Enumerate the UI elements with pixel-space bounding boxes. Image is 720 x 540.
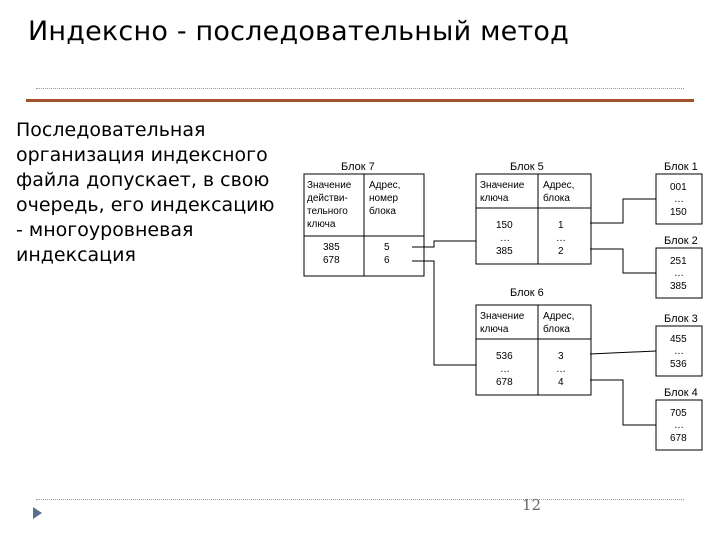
leaf-block-2-top: 251 bbox=[670, 256, 687, 267]
leaf-block-1-label: Блок 1 bbox=[664, 161, 698, 173]
leaf-block-4-bottom: 678 bbox=[670, 433, 687, 444]
block-5-key-header-1: Значение bbox=[480, 180, 525, 191]
leaf-block-1: Блок 1 001 … 150 bbox=[655, 161, 703, 225]
block-5-key-header-2: ключа bbox=[480, 193, 509, 204]
leaf-block-4-top: 705 bbox=[670, 408, 687, 419]
block-6-key-bottom: 678 bbox=[496, 377, 513, 388]
connector-5-to-2 bbox=[590, 248, 656, 274]
connector-6-to-4 bbox=[590, 379, 656, 426]
block-7-addr-header-3: блока bbox=[369, 205, 396, 217]
page-number: 12 bbox=[522, 496, 542, 514]
block-7-key-1: 385 bbox=[323, 242, 340, 253]
slide-title: Индексно - последовательный метод bbox=[28, 16, 569, 47]
connector-5-to-1 bbox=[590, 198, 656, 224]
leaf-block-2-ellipsis: … bbox=[674, 268, 684, 279]
block-7-key-header-1: Значение bbox=[307, 180, 352, 191]
block-5-addr-top: 1 bbox=[558, 220, 564, 231]
block-7-label: Блок 7 bbox=[341, 161, 375, 173]
block-7-addr-1: 5 bbox=[384, 242, 390, 253]
block-5: Блок 5 Значение ключа Адрес, блока 150 …… bbox=[475, 161, 592, 265]
block-6-addr-top: 3 bbox=[558, 351, 564, 362]
slide-arrow-icon bbox=[33, 507, 42, 519]
block-7-addr-header-2: номер bbox=[369, 193, 399, 204]
block-7-addr-header-1: Адрес, bbox=[369, 180, 400, 191]
block-5-label: Блок 5 bbox=[510, 161, 544, 173]
block-7-key-2: 678 bbox=[323, 255, 340, 266]
block-5-key-bottom: 385 bbox=[496, 246, 513, 257]
leaf-block-4-ellipsis: … bbox=[674, 420, 684, 431]
body-text: Последовательная организация индексного … bbox=[16, 119, 275, 266]
block-7-key-header-3: тельного bbox=[307, 206, 348, 217]
title-underline bbox=[26, 99, 694, 102]
block-6-key-ellipsis: … bbox=[500, 364, 510, 375]
leaf-block-3-bottom: 536 bbox=[670, 359, 687, 370]
block-6-key-top: 536 bbox=[496, 351, 513, 362]
block-5-key-ellipsis: … bbox=[500, 233, 510, 244]
leaf-block-1-bottom: 150 bbox=[670, 207, 687, 218]
leaf-block-4-label: Блок 4 bbox=[664, 387, 698, 399]
footer-dotted-divider bbox=[36, 499, 684, 500]
title-dotted-divider bbox=[36, 88, 684, 89]
block-7: Блок 7 Значение действи- тельного ключа … bbox=[303, 161, 425, 277]
leaf-block-4: Блок 4 705 … 678 bbox=[655, 387, 703, 451]
leaf-block-3-ellipsis: … bbox=[674, 346, 684, 357]
leaf-block-3-label: Блок 3 bbox=[664, 313, 698, 325]
block-6-addr-ellipsis: … bbox=[556, 364, 566, 375]
connectors bbox=[412, 198, 657, 426]
index-diagram-svg: Блок 7 Значение действи- тельного ключа … bbox=[303, 161, 703, 451]
block-6: Блок 6 Значение ключа Адрес, блока 536 …… bbox=[475, 287, 592, 396]
index-diagram: Блок 7 Значение действи- тельного ключа … bbox=[298, 150, 718, 455]
leaf-block-2: Блок 2 251 … 385 bbox=[655, 235, 703, 299]
block-7-addr-2: 6 bbox=[384, 255, 390, 266]
block-7-key-header-4: ключа bbox=[307, 219, 336, 230]
leaf-block-3-top: 455 bbox=[670, 334, 687, 345]
connector-6-to-3 bbox=[589, 350, 657, 355]
block-5-addr-bottom: 2 bbox=[558, 246, 564, 257]
leaf-block-1-ellipsis: … bbox=[674, 194, 684, 205]
block-6-addr-header-2: блока bbox=[543, 323, 570, 335]
block-6-addr-header-1: Адрес, bbox=[543, 311, 574, 322]
block-6-key-header-1: Значение bbox=[480, 311, 525, 322]
leaf-block-2-bottom: 385 bbox=[670, 281, 687, 292]
leaf-block-1-top: 001 bbox=[670, 182, 687, 193]
connector-7-to-5 bbox=[412, 240, 476, 248]
leaf-block-3: Блок 3 455 … 536 bbox=[655, 313, 703, 377]
block-5-addr-header-1: Адрес, bbox=[543, 180, 574, 191]
block-6-key-header-2: ключа bbox=[480, 324, 509, 335]
block-6-label: Блок 6 bbox=[510, 287, 544, 299]
block-5-addr-ellipsis: … bbox=[556, 233, 566, 244]
leaf-block-2-label: Блок 2 bbox=[664, 235, 698, 247]
block-7-key-header-2: действи- bbox=[307, 193, 348, 204]
block-6-addr-bottom: 4 bbox=[558, 377, 564, 388]
block-5-key-top: 150 bbox=[496, 220, 513, 231]
block-5-addr-header-2: блока bbox=[543, 192, 570, 204]
connector-7-to-6 bbox=[412, 260, 476, 366]
